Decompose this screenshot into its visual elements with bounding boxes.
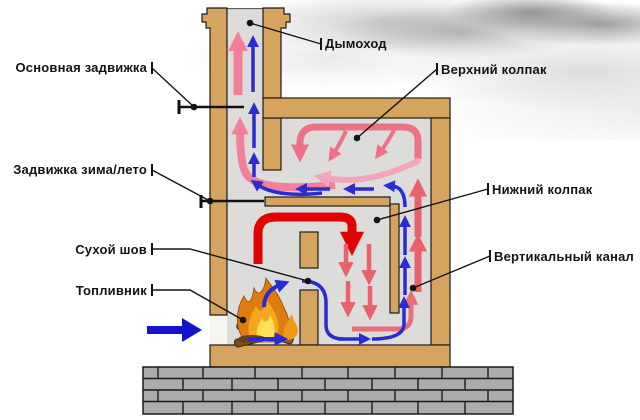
firebox-divider-upper [299,231,319,269]
leader-lines [151,19,491,324]
foundation-brick-joints [143,367,513,414]
upper-bell-floor [264,196,391,207]
stove-masonry [201,7,451,368]
left-wall [201,7,228,316]
bell-partition-wall [262,117,282,171]
upper-bell-circulation-arc [290,123,422,163]
label-chimney: Дымоход [325,36,387,51]
leader-chimney [249,22,322,45]
leader-vertical-channel [412,255,491,289]
top-band [262,97,451,119]
floor-to-channel-curve [371,296,410,341]
inlet-arrow [147,318,202,342]
flow-arrows-cold [247,35,411,346]
leader-dots [190,19,417,324]
label-vertical-channel: Вертикальный канал [494,249,634,264]
channel-top-cold-curve [383,180,407,208]
dry-seam-cold-arrow [262,279,290,308]
foundation [142,366,514,415]
label-firebox: Топливник [75,283,147,298]
air-inlet-arrow-icon [147,318,202,342]
flame-core [256,315,275,342]
leader-main-damper [151,67,195,108]
bell-bypass-curve [250,179,323,197]
label-lower-bell: Нижний колпак [492,182,593,197]
upper-bell-sink-arrow [375,129,396,160]
upper-bell-sink-arrow [328,130,348,162]
lower-bell-floor-flow [352,289,419,332]
label-upper-bell: Верхний колпак [441,62,547,77]
label-winter-summer-damper: Задвижка зима/лето [13,162,147,177]
upper-bell-cooling-arrow [313,157,422,188]
leader-winter-summer-damper [151,169,211,202]
leader-lower-bell [376,188,489,221]
firebox-hot-gas-arrow [253,212,365,264]
label-main-damper: Основная задвижка [15,60,147,75]
leader-dry-seam [152,248,309,282]
dry-seam-down-flow [301,279,345,341]
right-wall [430,117,451,346]
vertical-channel-wall [389,203,400,314]
firebox-divider-lower [299,289,319,346]
leader-upper-bell [356,68,438,139]
flow-arrows-hot [228,31,428,332]
air-inlet-opening [210,315,227,345]
chimney-right-wall [262,7,291,99]
label-dry-seam: Сухой шов [75,242,147,257]
stove-floor [209,344,451,368]
leader-firebox [152,289,244,321]
